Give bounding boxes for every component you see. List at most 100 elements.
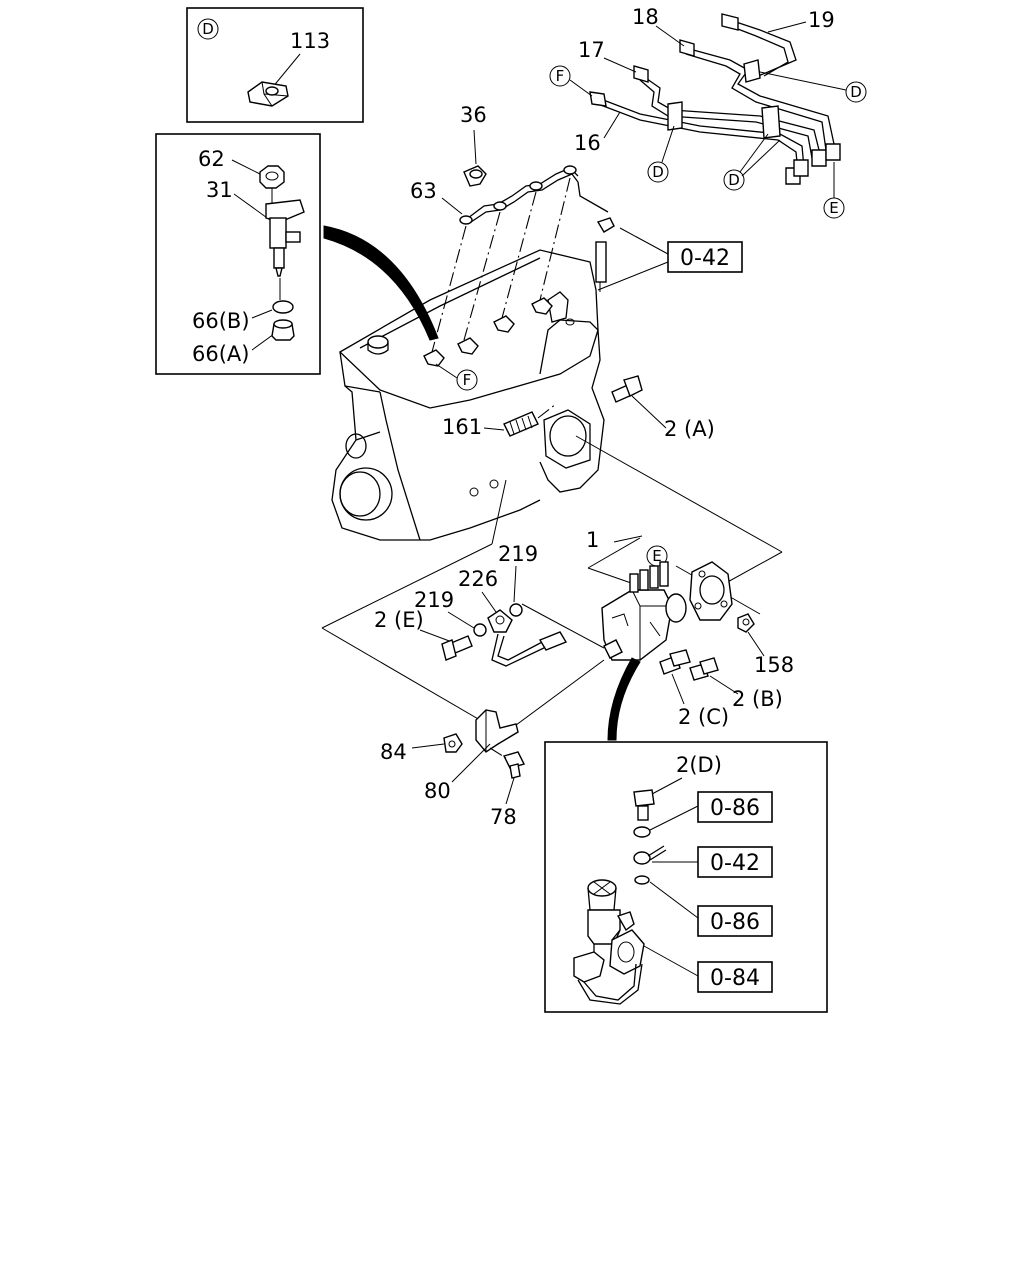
leak-off-pipe (459, 165, 609, 225)
leader-dashed-injectors (431, 177, 571, 353)
callout-84: 84 (380, 740, 407, 764)
injection-pump-1 (601, 561, 687, 661)
marker-e-pump-label: E (652, 547, 661, 565)
ref-0-86-b: 0-86 (710, 910, 760, 935)
leader-80 (451, 743, 491, 783)
callout-80: 80 (424, 779, 451, 803)
ref-box-0-84 (697, 961, 773, 993)
marker-d-mid1-label: D (652, 163, 664, 181)
leader-161 (483, 427, 505, 431)
leader-226 (481, 591, 497, 613)
gasket-lower (634, 875, 650, 885)
injector-clips (423, 297, 553, 367)
marker-d-inset-label: D (202, 20, 214, 38)
inset-frame-feed-pump (544, 741, 828, 1013)
leader-17 (603, 57, 637, 73)
leader-219-right (513, 565, 517, 603)
bolt-78 (502, 751, 526, 779)
callout-113: 113 (290, 29, 330, 53)
leader-2b (709, 675, 739, 695)
leader-2e (419, 629, 453, 643)
marker-f-top (549, 65, 571, 87)
bracket-80 (475, 709, 519, 753)
marker-d-right (845, 81, 867, 103)
pump-leader-lines (575, 435, 783, 615)
marker-e-top-label: E (829, 199, 838, 217)
leader-18 (655, 25, 685, 47)
callout-19: 19 (808, 8, 835, 32)
marker-f-engine (456, 369, 478, 391)
leader-31 (233, 193, 271, 221)
callout-2d: 2(D) (676, 753, 722, 777)
callout-18: 18 (632, 5, 659, 29)
stud-161 (503, 411, 539, 437)
ref-box-0-42-b (697, 846, 773, 878)
pointer-arrow-nozzle (323, 225, 439, 341)
leader-62 (231, 159, 261, 175)
inset-nozzle-holder: 62 31 66(B) 66(A) (155, 133, 321, 375)
leader-113 (271, 53, 301, 89)
callout-161: 161 (442, 415, 482, 439)
ref-box-0-42-top (667, 241, 743, 273)
ref-box-0-86-b (697, 905, 773, 937)
callout-66a: 66(A) (192, 342, 249, 366)
fuel-pipe-leader-outline (321, 479, 605, 735)
washer-66b (272, 300, 294, 314)
ref-0-42-b: 0-42 (710, 851, 760, 876)
callout-2b: 2 (B) (732, 687, 783, 711)
seal-66a (271, 319, 295, 341)
leader-66b (251, 309, 273, 319)
marker-d-mid1 (647, 161, 669, 183)
leader-16 (603, 111, 621, 139)
callout-2a: 2 (A) (664, 417, 715, 441)
leader-219-left (447, 611, 475, 629)
marker-d-mid2 (723, 169, 745, 191)
leader-36 (473, 129, 477, 165)
leader-84 (411, 743, 445, 749)
nut-84 (443, 733, 463, 753)
marker-d-mid2-label: D (728, 171, 740, 189)
bolt-2a (611, 375, 643, 403)
callout-36: 36 (460, 103, 487, 127)
callout-226: 226 (458, 567, 498, 591)
leader-2d (651, 777, 683, 795)
callout-2e: 2 (E) (374, 608, 424, 632)
clip-part-113 (247, 81, 289, 107)
engine-block (331, 249, 605, 541)
gasket-upper (633, 826, 651, 838)
callout-2c: 2 (C) (678, 705, 729, 729)
callout-158: 158 (754, 653, 794, 677)
callout-219-left: 219 (414, 588, 454, 612)
gear-cover-158 (689, 561, 733, 621)
inset-feed-pump: 2(D) 0-86 0-42 0-86 (544, 741, 828, 1013)
nozzle-holder-31 (265, 188, 305, 277)
callout-63: 63 (410, 179, 437, 203)
leader-78 (505, 777, 515, 805)
leader-19 (767, 21, 807, 33)
marker-d-inset (197, 18, 219, 40)
callout-1: 1 (586, 528, 599, 552)
injection-pipes (589, 13, 841, 185)
fuel-pipe-226 (487, 609, 568, 667)
leader-2c (671, 673, 685, 705)
callout-78: 78 (490, 805, 517, 829)
inset-frame-nozzle (155, 133, 321, 375)
ref-box-0-86-a (697, 791, 773, 823)
marker-f-top-label: F (556, 67, 565, 85)
washer-219-left (473, 623, 487, 637)
callout-66b: 66(B) (192, 309, 250, 333)
banjo-fitting (633, 845, 667, 865)
callout-219-right: 219 (498, 542, 538, 566)
inset-frame-d (186, 7, 364, 123)
leader-2a (631, 395, 667, 429)
ref-0-42-top: 0-42 (680, 246, 730, 271)
ref-0-86-a: 0-86 (710, 796, 760, 821)
ref-0-84: 0-84 (710, 966, 760, 991)
leader-63 (441, 197, 463, 215)
nut-158 (737, 613, 755, 633)
callout-16: 16 (574, 131, 601, 155)
leader-66a (251, 333, 275, 351)
callout-17: 17 (578, 38, 605, 62)
bolt-2c (659, 649, 691, 675)
bolt-2e (441, 635, 473, 661)
